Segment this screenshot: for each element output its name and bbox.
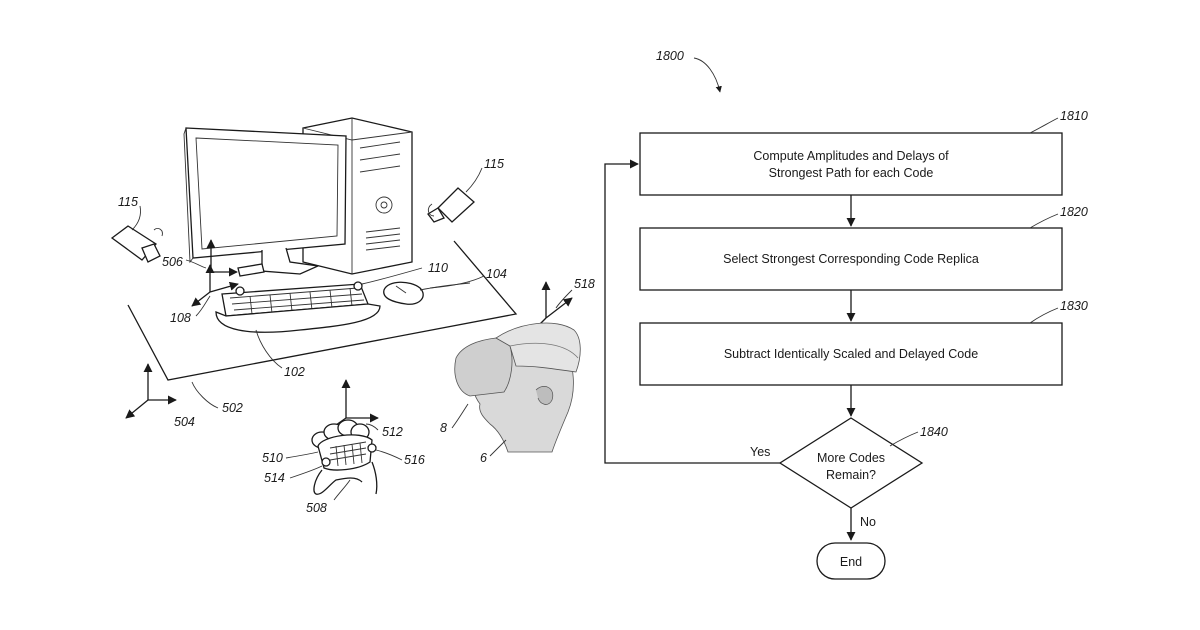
decision-1840: More Codes Remain? 1840 (780, 418, 948, 508)
ref-mouse: 104 (486, 267, 507, 281)
ref-camera-right: 115 (484, 157, 504, 171)
ref-glove-axes: 512 (382, 425, 403, 439)
step-1830: Subtract Identically Scaled and Delayed … (640, 299, 1088, 385)
ref-monitor-axes: 506 (162, 255, 183, 269)
step-1820-ref: 1820 (1060, 205, 1088, 219)
mouse (384, 282, 470, 304)
step-1810-line1: Compute Amplitudes and Delays of (753, 149, 949, 163)
end-label: End (840, 555, 862, 569)
ref-world-axes: 504 (174, 415, 195, 429)
ref-marker: 110 (428, 261, 448, 275)
leader-lines (132, 58, 720, 500)
step-1830-ref: 1830 (1060, 299, 1088, 313)
ref-hmd-axes: 518 (574, 277, 595, 291)
step-1830-line1: Subtract Identically Scaled and Delayed … (724, 347, 978, 361)
ref-keyboard-axes: 108 (170, 311, 191, 325)
yes-label: Yes (750, 445, 770, 459)
glove-controller (312, 420, 377, 494)
yes-loop-line (605, 164, 780, 463)
flowchart-figure-ref: 1800 (656, 49, 684, 63)
camera-right (428, 188, 474, 222)
decision-line1: More Codes (817, 451, 885, 465)
flowchart: 1800 Compute Amplitudes and Delays of St… (605, 49, 1088, 579)
step-1810-ref: 1810 (1060, 109, 1088, 123)
end-terminator: End (817, 543, 885, 579)
step-1820-line1: Select Strongest Corresponding Code Repl… (723, 252, 979, 266)
camera-left (112, 226, 162, 262)
ref-surface: 502 (222, 401, 243, 415)
decision-ref: 1840 (920, 425, 948, 439)
keyboard (216, 282, 380, 332)
ref-camera-left: 115 (118, 195, 138, 209)
workstation-illustration (112, 118, 580, 494)
ref-glove-wrist: 508 (306, 501, 327, 515)
decision-line2: Remain? (826, 468, 876, 482)
step-1820: Select Strongest Corresponding Code Repl… (640, 205, 1088, 290)
ref-glove-hand: 510 (262, 451, 283, 465)
step-1810: Compute Amplitudes and Delays of Stronge… (640, 109, 1088, 195)
ref-glove-pad: 514 (264, 471, 285, 485)
step-1810-line2: Strongest Path for each Code (769, 166, 934, 180)
ref-desk-pad: 102 (284, 365, 305, 379)
ref-hmd: 8 (440, 421, 447, 435)
ref-glove-marker: 516 (404, 453, 425, 467)
no-label: No (860, 515, 876, 529)
user-with-hmd (455, 323, 581, 452)
ref-user: 6 (480, 451, 487, 465)
world-axes (126, 364, 176, 418)
